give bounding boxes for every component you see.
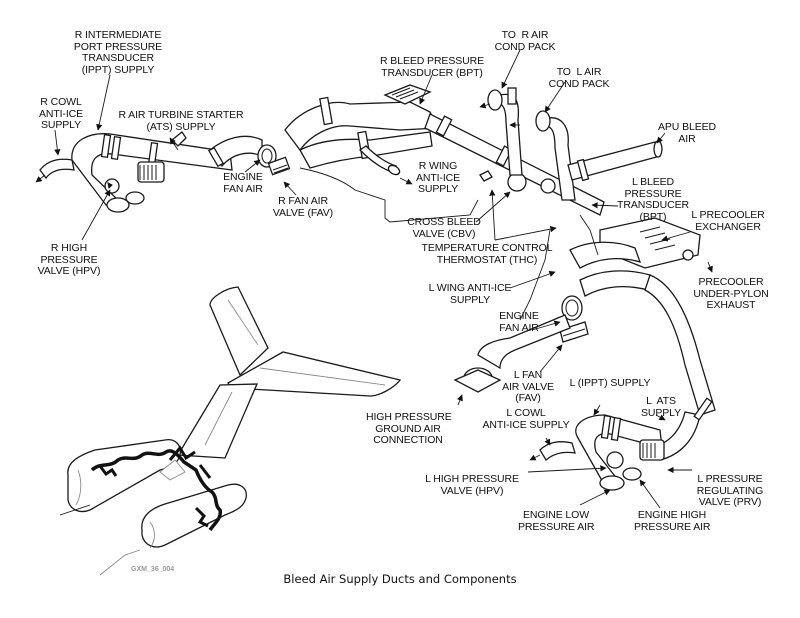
label-l-ats-supply: L ATS SUPPLY — [640, 395, 682, 419]
label-r-high-pressure-valve: R HIGH PRESSURE VALVE (HPV) — [37, 242, 101, 277]
label-temperature-control-thermostat: TEMPERATURE CONTROL THERMOSTAT (THC) — [421, 242, 553, 266]
left-engine-duct-assembly — [453, 217, 716, 491]
label-l-pressure-regulating-valve: L PRESSURE REGULATING VALVE (PRV) — [696, 473, 764, 508]
leader-lines — [35, 49, 713, 509]
label-high-pressure-ground-air-connection: HIGH PRESSURE GROUND AIR CONNECTION — [366, 411, 452, 446]
label-l-ippt-supply: L (IPPT) SUPPLY — [569, 377, 651, 389]
label-precooler-under-pylon-exhaust: PRECOOLER UNDER-PYLON EXHAUST — [693, 276, 769, 311]
label-l-wing-anti-ice-supply: L WING ANTI-ICE SUPPLY — [428, 282, 512, 306]
label-l-cowl-anti-ice-supply: L COWL ANTI-ICE SUPPLY — [482, 407, 570, 431]
label-engine-fan-air-l: ENGINE FAN AIR — [499, 310, 539, 334]
figure-code: GXM_36_004 — [131, 566, 175, 573]
aircraft-locator-view — [59, 286, 402, 576]
label-l-precooler-exchanger: L PRECOOLER EXCHANGER — [691, 209, 765, 233]
label-engine-low-pressure-air: ENGINE LOW PRESSURE AIR — [518, 509, 595, 533]
sense-lines — [299, 167, 599, 321]
label-r-ats-supply: R AIR TURBINE STARTER (ATS) SUPPLY — [118, 109, 244, 133]
label-l-fan-air-valve: L FAN AIR VALVE (FAV) — [502, 369, 554, 404]
label-engine-high-pressure-air: ENGINE HIGH PRESSURE AIR — [634, 509, 711, 533]
label-cross-bleed-valve: CROSS BLEED VALVE (CBV) — [407, 216, 481, 240]
label-l-high-pressure-valve: L HIGH PRESSURE VALVE (HPV) — [425, 473, 519, 497]
label-apu-bleed-air: APU BLEED AIR — [657, 121, 717, 145]
figure-caption: Bleed Air Supply Ducts and Components — [283, 572, 517, 586]
label-to-r-air-cond-pack: TO R AIR COND PACK — [494, 29, 556, 53]
label-to-l-air-cond-pack: TO L AIR COND PACK — [548, 66, 610, 90]
air-cond-pack-ducts — [487, 87, 663, 201]
label-engine-fan-air-r: ENGINE FAN AIR — [223, 171, 263, 195]
label-r-wing-anti-ice-supply: R WING ANTI-ICE SUPPLY — [415, 160, 461, 195]
label-r-ippt-supply: R INTERMEDIATE PORT PRESSURE TRANSDUCER … — [73, 29, 163, 76]
label-r-cowl-anti-ice-supply: R COWL ANTI-ICE SUPPLY — [38, 96, 84, 131]
label-l-bleed-pressure-transducer: L BLEED PRESSURE TRANSDUCER (BPT) — [617, 176, 689, 223]
label-r-bleed-pressure-transducer: R BLEED PRESSURE TRANSDUCER (BPT) — [380, 55, 485, 79]
label-r-fan-air-valve: R FAN AIR VALVE (FAV) — [272, 195, 334, 219]
